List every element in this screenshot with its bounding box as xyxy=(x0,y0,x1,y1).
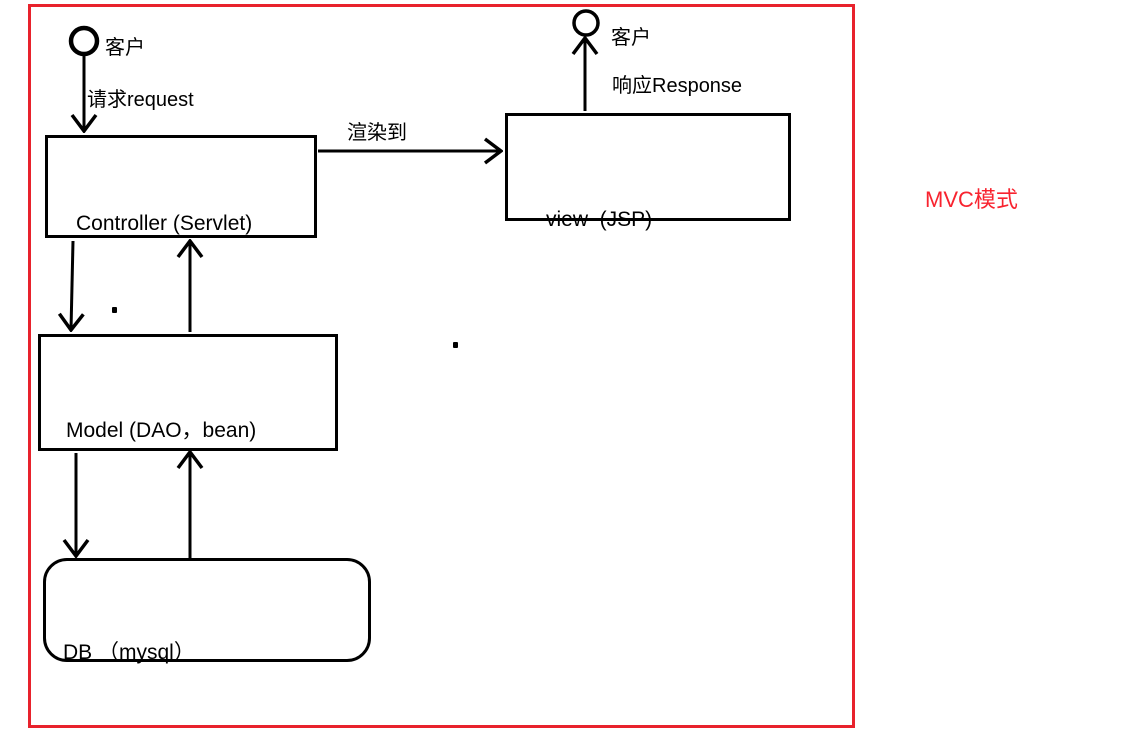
db-node-label: DB （mysql） xyxy=(63,641,195,664)
edge-request-label: 请求request xyxy=(87,89,194,111)
edge-controller-to-model-arrow xyxy=(71,240,73,330)
ink-dot xyxy=(453,342,458,348)
db-node: DB （mysql） xyxy=(43,558,371,664)
diagram-frame xyxy=(28,4,855,728)
controller-node: Controller (Servlet) xyxy=(45,135,317,238)
client-request-actor-label: 客户 xyxy=(105,37,145,59)
edge-render-label: 渲染到 xyxy=(347,122,407,144)
controller-node-label: Controller (Servlet) xyxy=(76,212,253,235)
model-node: Model (DAO，bean) xyxy=(38,334,338,451)
ink-dot xyxy=(112,307,117,313)
view-node-label: view (JSP) xyxy=(546,208,653,231)
view-node: view (JSP) xyxy=(505,113,791,231)
client-response-actor-icon xyxy=(572,9,600,37)
client-request-actor-icon xyxy=(68,25,100,57)
diagram-caption: MVC模式 xyxy=(925,187,1018,212)
model-node-label: Model (DAO，bean) xyxy=(66,419,257,442)
edge-response-label: 响应Response xyxy=(612,75,743,97)
client-response-actor-label: 客户 xyxy=(611,27,651,49)
